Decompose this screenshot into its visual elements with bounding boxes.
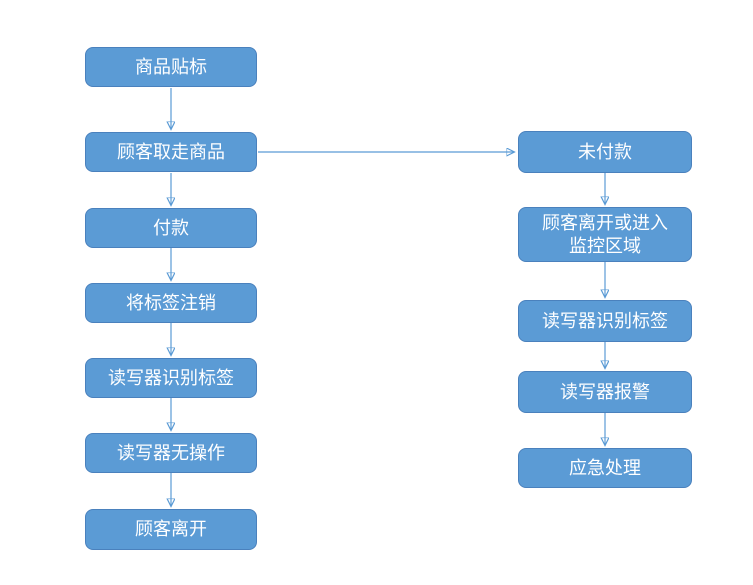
flow-node-product-labeling: 商品贴标 [85, 47, 257, 87]
flow-node-reader-identifies-tag-2: 读写器识别标签 [518, 300, 692, 342]
flow-node-payment: 付款 [85, 208, 257, 248]
flow-node-deactivate-tag: 将标签注销 [85, 283, 257, 323]
flow-node-reader-no-action: 读写器无操作 [85, 433, 257, 473]
flow-node-reader-identifies-tag: 读写器识别标签 [85, 358, 257, 398]
flow-node-unpaid: 未付款 [518, 131, 692, 173]
flow-node-customer-takes-goods: 顾客取走商品 [85, 132, 257, 172]
flow-node-reader-alarm: 读写器报警 [518, 371, 692, 413]
flow-node-customer-enters-monitored-area: 顾客离开或进入 监控区域 [518, 207, 692, 262]
flow-node-customer-leaves: 顾客离开 [85, 509, 257, 550]
flow-node-emergency-handling: 应急处理 [518, 448, 692, 488]
